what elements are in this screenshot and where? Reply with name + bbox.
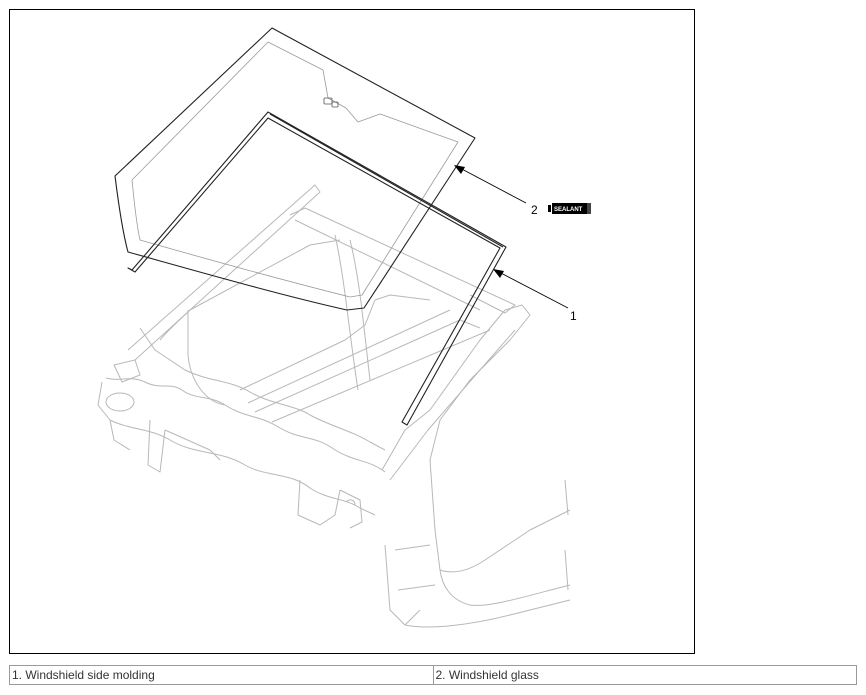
windshield-side-molding bbox=[127, 111, 507, 426]
parts-legend-table: 1. Windshield side molding 2. Windshield… bbox=[9, 665, 857, 685]
windshield-diagram: 2 SEALANT 1 bbox=[97, 27, 591, 628]
car-body-structure bbox=[97, 184, 571, 628]
sealant-badge: SEALANT bbox=[548, 203, 591, 214]
windshield-glass bbox=[114, 27, 476, 311]
table-row: 1. Windshield side molding 2. Windshield… bbox=[9, 665, 857, 685]
sealant-label: SEALANT bbox=[554, 207, 583, 213]
legend-item-1: 1. Windshield side molding bbox=[9, 665, 434, 685]
callout-2-number: 2 bbox=[531, 203, 538, 217]
rain-sensor-icon bbox=[323, 97, 339, 108]
callout-1-number: 1 bbox=[570, 309, 577, 323]
legend-item-2: 2. Windshield glass bbox=[432, 665, 857, 685]
diagram-frame: 2 SEALANT 1 bbox=[9, 9, 695, 654]
callout-arrows bbox=[457, 166, 569, 309]
callout-arrowheads bbox=[454, 165, 504, 278]
